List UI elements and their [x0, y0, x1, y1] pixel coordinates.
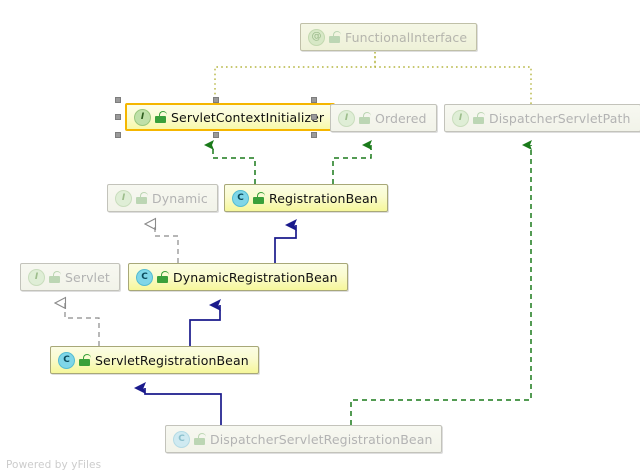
class-icon: C: [232, 189, 249, 207]
selection-handle-e[interactable]: [311, 114, 317, 120]
node-dispatcher-servlet-path[interactable]: I DispatcherServletPath: [444, 104, 640, 132]
selection-handle-nw[interactable]: [115, 97, 121, 103]
selection-handle-w[interactable]: [115, 114, 121, 120]
selection-handle-s[interactable]: [213, 132, 219, 138]
package-lock-icon: [253, 192, 265, 204]
selection-handle-ne[interactable]: [311, 97, 317, 103]
interface-icon: I: [28, 268, 45, 286]
edge-annotation-servletcontextinitializer: [214, 52, 376, 104]
package-lock-icon: [79, 354, 91, 366]
interface-icon: I: [452, 109, 469, 127]
edge-extends-servletregistrationbean-dynamicregistrationbean: [189, 299, 221, 346]
selection-handle-n[interactable]: [213, 97, 219, 103]
node-ordered[interactable]: I Ordered: [330, 104, 437, 132]
node-functional-interface[interactable]: @ FunctionalInterface: [300, 23, 478, 51]
package-lock-icon: [136, 192, 148, 204]
package-lock-icon: [157, 271, 169, 283]
interface-icon: I: [134, 108, 151, 126]
node-label: ServletContextInitializer: [171, 109, 325, 125]
node-label: Servlet: [65, 269, 110, 285]
node-servlet-registration-bean[interactable]: C ServletRegistrationBean: [50, 346, 259, 374]
node-dynamic[interactable]: I Dynamic: [107, 184, 218, 212]
package-lock-icon: [359, 112, 371, 124]
node-servlet[interactable]: I Servlet: [20, 263, 120, 291]
node-label: RegistrationBean: [269, 190, 378, 206]
node-dispatcher-servlet-registration-bean[interactable]: C DispatcherServletRegistrationBean: [165, 425, 443, 453]
edge-implements-dynamicregistrationbean-dynamic: [155, 224, 179, 263]
package-lock-icon: [194, 433, 206, 445]
node-label: DispatcherServletRegistrationBean: [210, 431, 433, 447]
annotation-at-icon: @: [308, 28, 325, 46]
selection-handle-se[interactable]: [311, 132, 317, 138]
node-registration-bean[interactable]: C RegistrationBean: [224, 184, 388, 212]
node-servlet-context-initializer[interactable]: I ServletContextInitializer: [125, 103, 336, 131]
class-icon: C: [58, 351, 75, 369]
node-label: ServletRegistrationBean: [95, 352, 249, 368]
class-icon: C: [173, 430, 190, 448]
package-lock-icon: [49, 271, 61, 283]
node-label: Dynamic: [152, 190, 208, 206]
class-icon: C: [136, 268, 153, 286]
selection-handle-sw[interactable]: [115, 132, 121, 138]
package-lock-icon: [473, 112, 485, 124]
node-label: DynamicRegistrationBean: [173, 269, 338, 285]
yfiles-watermark: Powered by yFiles: [6, 459, 102, 471]
package-lock-icon: [155, 111, 167, 123]
edge-extends-dispatcherservletregistrationbean-servletregistrationbean: [134, 382, 222, 425]
node-label: Ordered: [375, 110, 427, 126]
node-label: FunctionalInterface: [345, 29, 468, 45]
edge-implements-registrationbean-servletcontextinitializer: [204, 140, 256, 184]
edge-implements-registrationbean-ordered: [332, 140, 372, 184]
node-label: DispatcherServletPath: [489, 110, 631, 126]
node-dynamic-registration-bean[interactable]: C DynamicRegistrationBean: [128, 263, 348, 291]
interface-icon: I: [115, 189, 132, 207]
edge-implements-servletregistrationbean-servlet: [65, 303, 100, 346]
package-lock-icon: [329, 31, 341, 43]
edge-annotation-dispatcherservletpath: [374, 52, 532, 104]
edge-extends-dynamicregistrationbean-registrationbean: [274, 219, 297, 263]
interface-icon: I: [338, 109, 355, 127]
